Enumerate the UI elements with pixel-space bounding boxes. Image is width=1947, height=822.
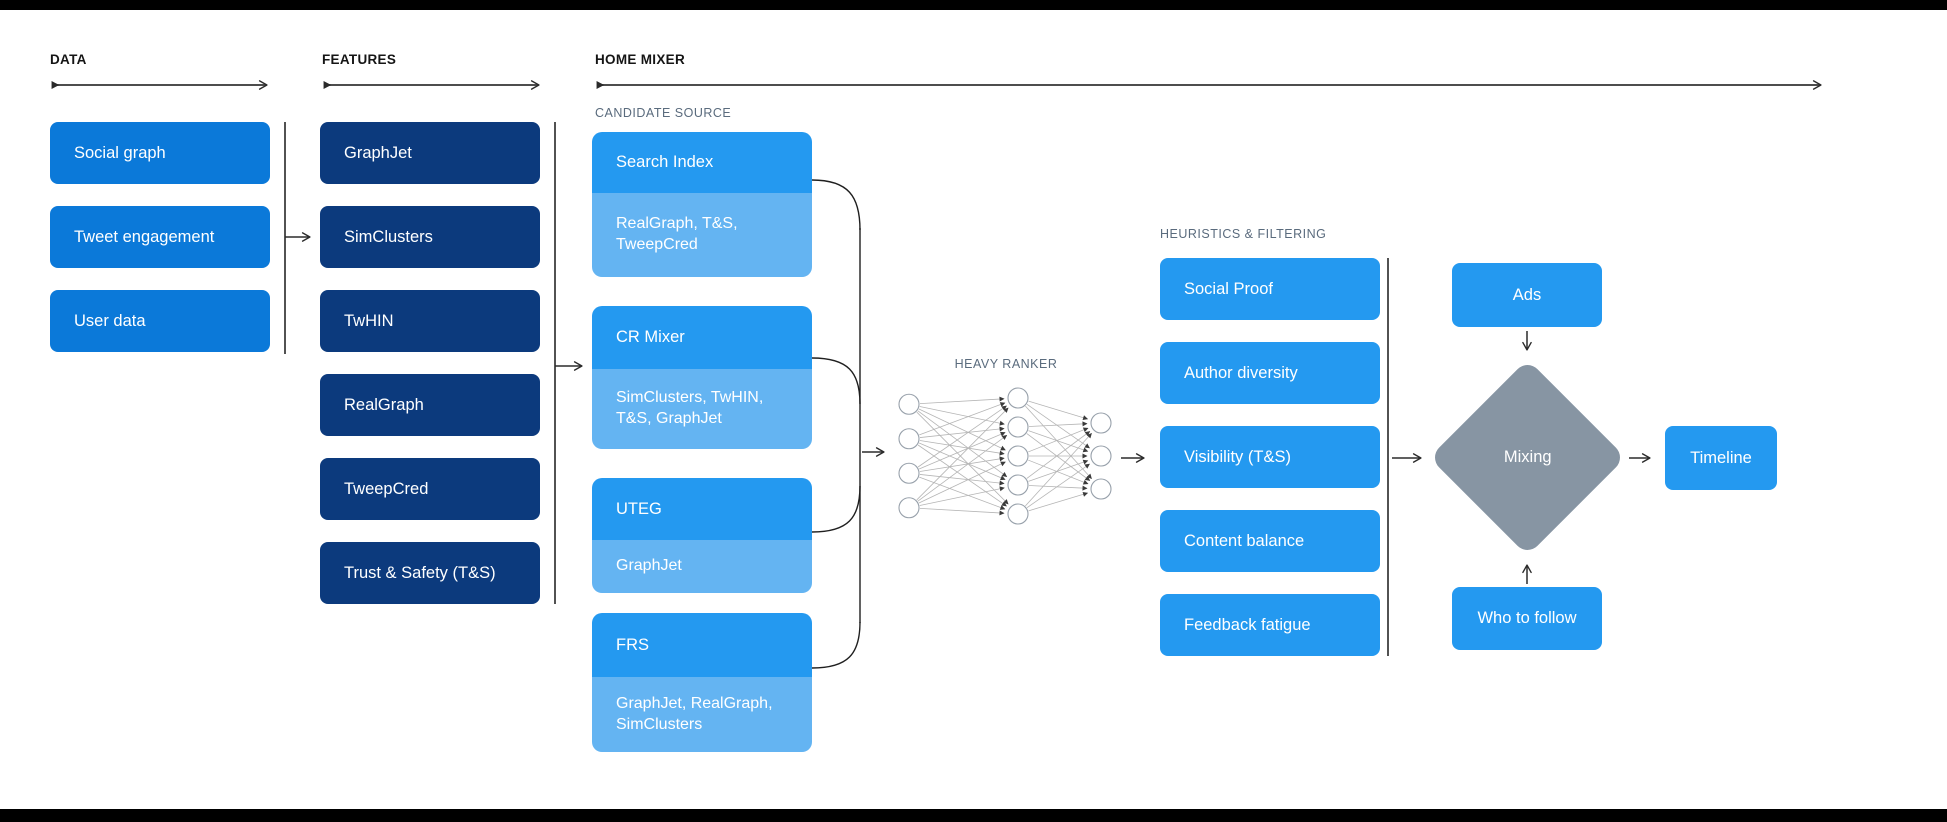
heuristic-box-content-balance: Content balance (1160, 510, 1380, 572)
timeline-box: Timeline (1665, 426, 1777, 490)
candidate-source-name: UTEG (592, 478, 812, 540)
cr-mixer-merge-curve (811, 357, 861, 405)
heuristic-box-visibility: Visibility (T&S) (1160, 426, 1380, 488)
heuristic-box-feedback-fatigue: Feedback fatigue (1160, 594, 1380, 656)
ads-box: Ads (1452, 263, 1602, 327)
data-box-social-graph: Social graph (50, 122, 270, 184)
feature-box-graphjet: GraphJet (320, 122, 540, 184)
candidate-source-frs: FRS GraphJet, RealGraph, SimClusters (592, 613, 812, 752)
search-index-merge-curve (811, 179, 861, 231)
candidate-source-inputs: GraphJet (592, 540, 812, 593)
feature-box-trust-safety: Trust & Safety (T&S) (320, 542, 540, 604)
flow-connectors (284, 122, 1651, 669)
candidate-source-inputs: SimClusters, TwHIN, T&S, GraphJet (592, 369, 812, 449)
heuristic-box-author-diversity: Author diversity (1160, 342, 1380, 404)
feature-box-twhin: TwHIN (320, 290, 540, 352)
candidate-source-cr-mixer: CR Mixer SimClusters, TwHIN, T&S, GraphJ… (592, 306, 812, 449)
heavy-ranker-label: HEAVY RANKER (954, 357, 1058, 371)
candidate-source-inputs: RealGraph, T&S, TweepCred (592, 193, 812, 277)
mixing-diamond-label: Mixing (1503, 448, 1552, 466)
feature-box-realgraph: RealGraph (320, 374, 540, 436)
data-box-user-data: User data (50, 290, 270, 352)
candidate-source-name: Search Index (592, 132, 812, 193)
section-header-data: DATA (50, 52, 87, 67)
top-letterbox-bar (0, 0, 1947, 10)
heavy-ranker-network (898, 387, 1112, 525)
candidate-source-name: FRS (592, 613, 812, 677)
who-to-follow-box: Who to follow (1452, 587, 1602, 650)
data-box-tweet-engagement: Tweet engagement (50, 206, 270, 268)
candidate-source-label: CANDIDATE SOURCE (595, 106, 732, 120)
section-header-features: FEATURES (322, 52, 397, 67)
uteg-merge-curve (811, 485, 861, 533)
heuristics-filtering-label: HEURISTICS & FILTERING (1160, 227, 1327, 241)
heuristic-box-social-proof: Social Proof (1160, 258, 1380, 320)
candidate-source-inputs: GraphJet, RealGraph, SimClusters (592, 677, 812, 752)
candidate-source-search-index: Search Index RealGraph, T&S, TweepCred (592, 132, 812, 277)
section-header-home-mixer: HOME MIXER (595, 52, 686, 67)
candidate-source-name: CR Mixer (592, 306, 812, 369)
feature-box-simclusters: SimClusters (320, 206, 540, 268)
candidate-source-uteg: UTEG GraphJet (592, 478, 812, 593)
feature-box-tweepcred: TweepCred (320, 458, 540, 520)
bottom-letterbox-bar (0, 809, 1947, 822)
frs-merge-curve (811, 621, 861, 669)
